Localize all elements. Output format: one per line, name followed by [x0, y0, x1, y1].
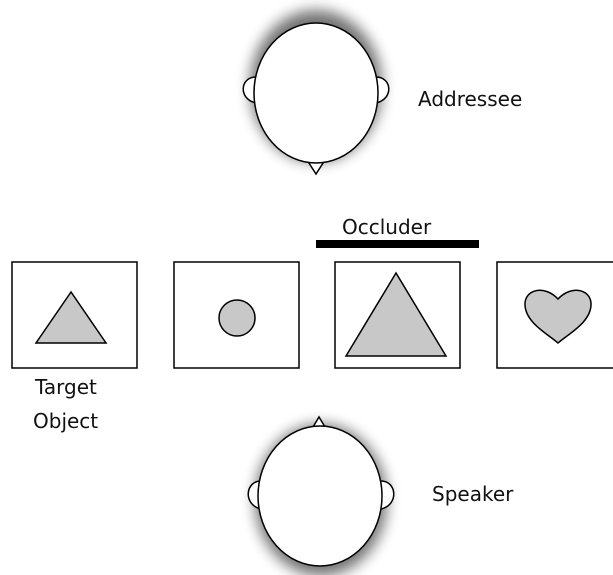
- speaker-face: [257, 425, 383, 567]
- object-card-small-triangle: [11, 261, 138, 369]
- addressee-left-ear: [242, 76, 257, 104]
- large-triangle-shape: [344, 271, 448, 357]
- target-object-label-line1: Target: [34, 375, 97, 399]
- occluder-bar: [316, 240, 479, 248]
- circle-shape: [218, 299, 256, 337]
- heart-shape: [524, 289, 592, 345]
- speaker-label: Speaker: [432, 482, 514, 506]
- object-card-circle: [173, 261, 300, 369]
- speaker-head: [247, 415, 395, 575]
- target-object-label-line2: Object: [33, 409, 98, 433]
- speaker-right-ear: [380, 480, 395, 510]
- object-card-large-triangle: [334, 261, 461, 369]
- object-card-heart: [496, 261, 613, 369]
- addressee-face: [253, 22, 379, 164]
- addressee-head: [242, 10, 390, 176]
- occluder-label: Occluder: [342, 215, 432, 239]
- addressee-label: Addressee: [418, 87, 522, 111]
- addressee-right-ear: [375, 76, 390, 104]
- small-triangle-shape: [34, 290, 108, 344]
